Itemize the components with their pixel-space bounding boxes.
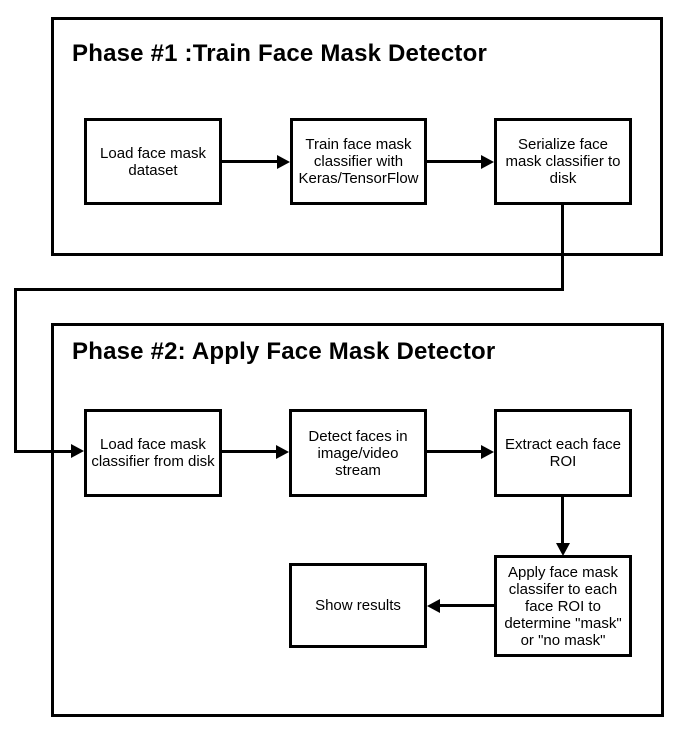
node-serialize-classifier-label: Serialize face mask classifier to disk xyxy=(505,136,621,187)
node-load-dataset-label: Load face mask dataset xyxy=(100,144,206,179)
node-detect-faces-label: Detect faces in image/video stream xyxy=(308,427,408,479)
node-extract-roi: Extract each face ROI xyxy=(494,409,632,497)
node-serialize-classifier: Serialize face mask classifier to disk xyxy=(494,118,632,205)
arrowhead-right-icon xyxy=(481,155,494,169)
arrow-line xyxy=(561,497,564,543)
connector-segment-down2 xyxy=(14,288,17,453)
node-extract-roi-label: Extract each face ROI xyxy=(505,436,621,470)
node-train-classifier: Train face mask classifier with Keras/Te… xyxy=(290,118,427,205)
connector-segment-down xyxy=(561,204,564,291)
arrowhead-right-icon xyxy=(71,444,84,458)
arrow-line xyxy=(427,450,482,453)
arrow-line xyxy=(222,450,277,453)
phase1-container xyxy=(51,17,663,256)
node-train-classifier-label: Train face mask classifier with Keras/Te… xyxy=(298,136,419,187)
arrow-line xyxy=(222,160,278,163)
connector-segment-right xyxy=(14,450,71,453)
node-show-results-label: Show results xyxy=(315,597,401,614)
node-apply-classifier: Apply face mask classifer to each face R… xyxy=(494,555,632,657)
node-load-classifier-label: Load face mask classifier from disk xyxy=(91,436,215,470)
arrowhead-down-icon xyxy=(556,543,570,556)
arrowhead-right-icon xyxy=(277,155,290,169)
node-show-results: Show results xyxy=(289,563,427,648)
arrowhead-left-icon xyxy=(427,599,440,613)
phase2-title: Phase #2: Apply Face Mask Detector xyxy=(72,338,496,365)
node-detect-faces: Detect faces in image/video stream xyxy=(289,409,427,497)
arrow-line xyxy=(427,160,482,163)
connector-segment-left xyxy=(14,288,564,291)
arrow-line xyxy=(439,604,494,607)
arrowhead-right-icon xyxy=(276,445,289,459)
phase1-title: Phase #1 :Train Face Mask Detector xyxy=(72,40,487,67)
arrowhead-right-icon xyxy=(481,445,494,459)
node-load-classifier: Load face mask classifier from disk xyxy=(84,409,222,497)
node-load-dataset: Load face mask dataset xyxy=(84,118,222,205)
phase2-container xyxy=(51,323,664,717)
node-apply-classifier-label: Apply face mask classifer to each face R… xyxy=(504,563,622,649)
